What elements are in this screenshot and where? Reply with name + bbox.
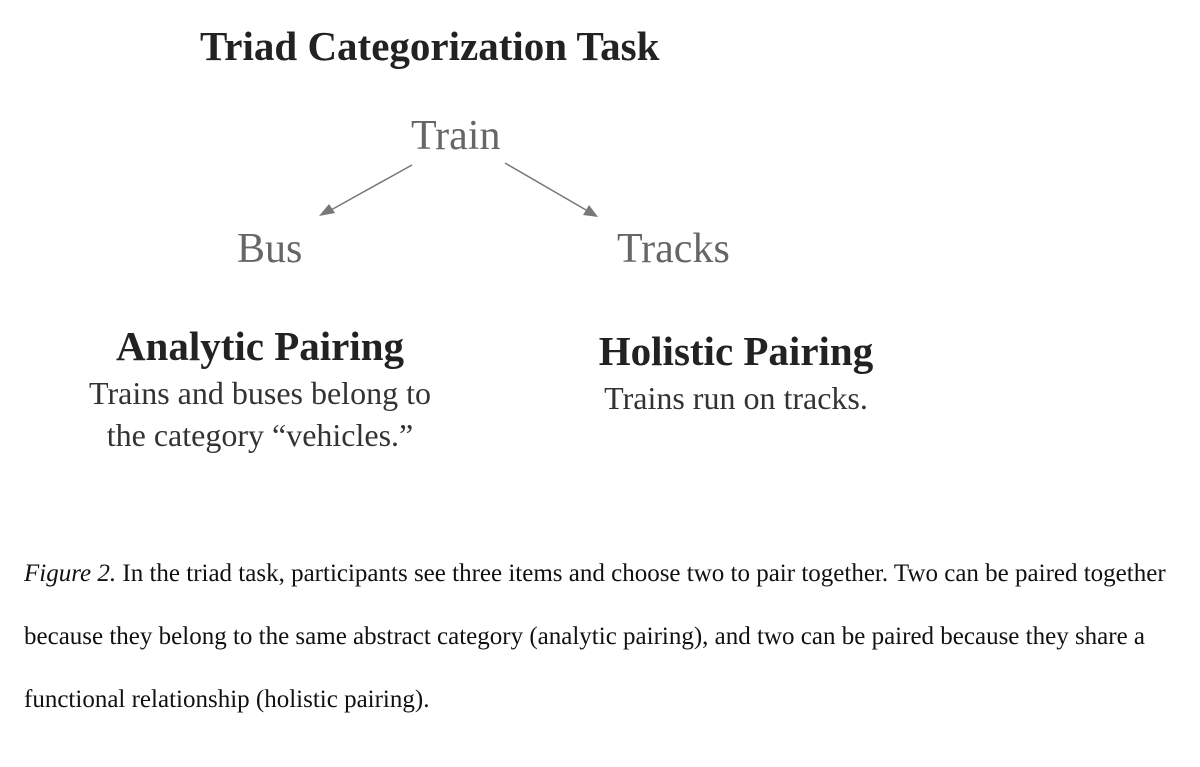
figure-caption-label: Figure 2.: [24, 560, 117, 587]
analytic-pairing-block: Analytic Pairing Trains and buses belong…: [40, 320, 480, 456]
holistic-pairing-block: Holistic Pairing Trains run on tracks.: [536, 325, 936, 419]
analytic-pairing-title: Analytic Pairing: [115, 323, 405, 369]
holistic-pairing-description: Trains run on tracks.: [604, 380, 868, 416]
arrow-train-to-bus: [319, 164, 413, 216]
arrow-train-to-tracks: [504, 162, 598, 217]
figure-caption-text: In the triad task, participants see thre…: [24, 560, 1166, 713]
analytic-pairing-description-line2: the category “vehicles.”: [106, 417, 414, 453]
diagram-title: Triad Categorization Task: [200, 23, 660, 69]
figure-caption: Figure 2. In the triad task, participant…: [24, 542, 1174, 731]
holistic-pairing-title: Holistic Pairing: [598, 328, 874, 374]
node-tracks: Tracks: [617, 226, 730, 272]
node-bus: Bus: [237, 226, 303, 272]
analytic-pairing-description-line1: Trains and buses belong to: [89, 375, 431, 411]
node-train: Train: [411, 113, 501, 159]
